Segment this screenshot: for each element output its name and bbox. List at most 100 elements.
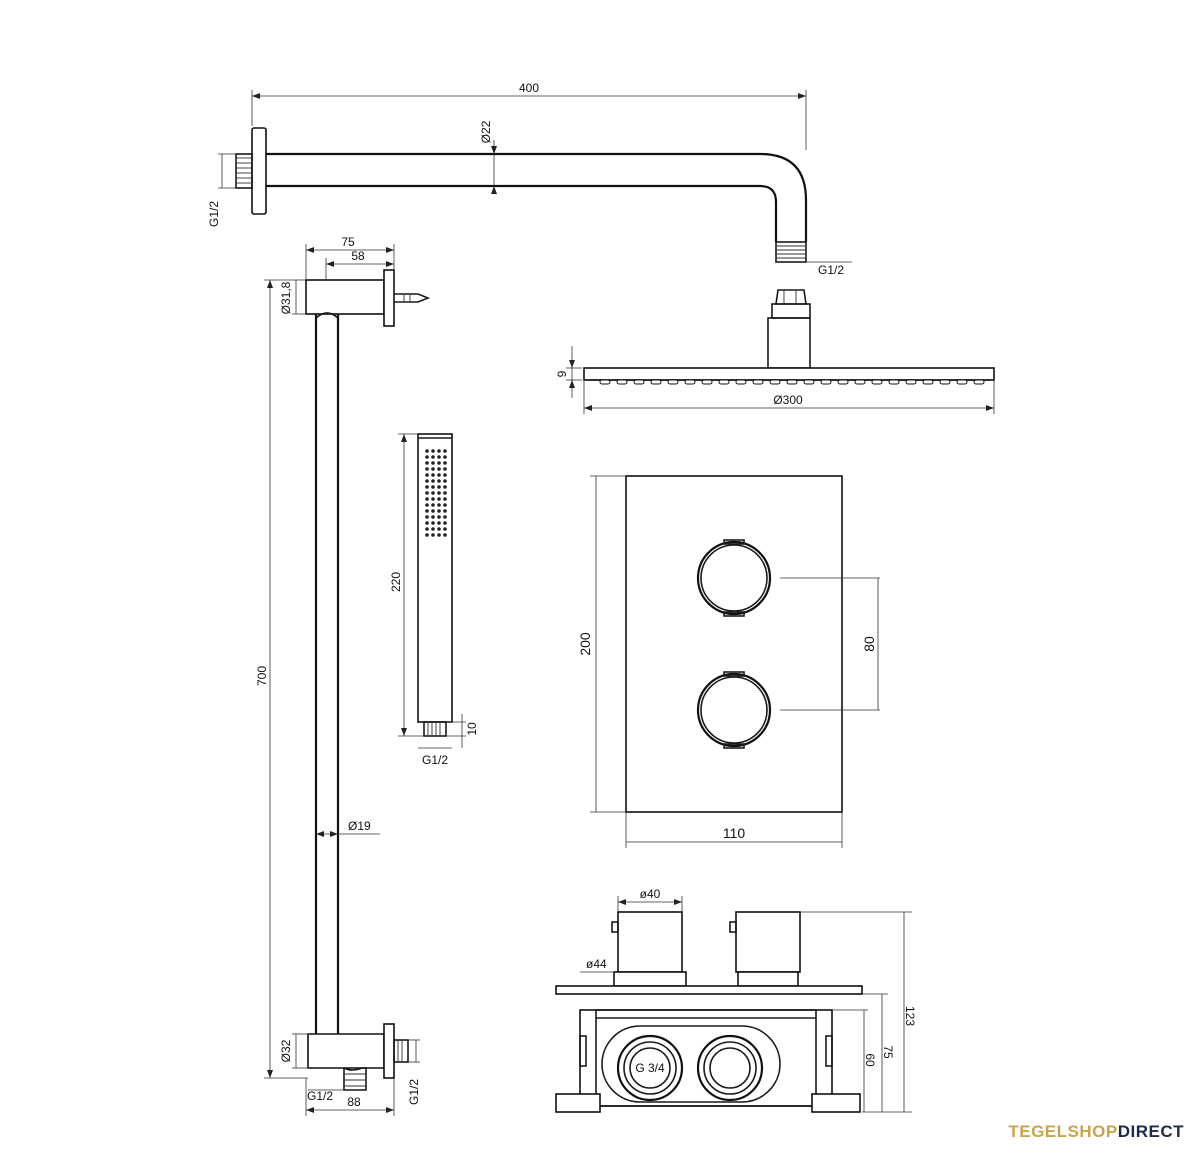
nozzle: [769, 379, 781, 385]
nozzle: [616, 379, 628, 385]
nozzle: [888, 379, 900, 385]
head-dimensions: 9 Ø300: [555, 346, 995, 414]
hand-shower: [417, 433, 453, 737]
spray-dot: [425, 449, 429, 453]
spray-dot: [425, 521, 429, 525]
nozzle: [854, 379, 866, 385]
hand-shower-thread-label: G1/2: [422, 753, 448, 767]
spray-dot: [443, 449, 447, 453]
spray-dot: [431, 527, 435, 531]
spray-dot: [437, 515, 441, 519]
spray-dot: [437, 455, 441, 459]
spray-dot: [443, 467, 447, 471]
spray-dot: [443, 497, 447, 501]
spray-dot: [437, 461, 441, 465]
rail-base-width-label: 88: [347, 1095, 361, 1109]
spray-dot: [443, 521, 447, 525]
rail-bottom-diameter-label: Ø32: [279, 1039, 293, 1062]
thermostat-front: [625, 475, 843, 813]
spray-dot: [425, 473, 429, 477]
shower-head: [583, 289, 995, 385]
brand-logo: TEGELSHOPDIRECT: [1008, 1122, 1184, 1142]
nozzle: [820, 379, 832, 385]
slide-rail: [305, 269, 431, 1091]
nozzle: [650, 379, 662, 385]
nozzle: [939, 379, 951, 385]
spray-dot: [431, 497, 435, 501]
nozzle: [735, 379, 747, 385]
rail-diameter-label: Ø19: [348, 819, 371, 833]
spray-dot: [431, 521, 435, 525]
spray-dot: [443, 515, 447, 519]
spray-dot: [443, 533, 447, 537]
nozzle: [803, 379, 815, 385]
head-diameter-label: Ø300: [773, 393, 803, 407]
spray-dot: [437, 503, 441, 507]
rail-dimensions: 75 58 Ø31,8 700 Ø19 Ø32 G1/2 G1/2: [255, 235, 421, 1116]
head-nozzles: [599, 379, 985, 385]
spray-dot: [431, 503, 435, 507]
spray-dot: [443, 491, 447, 495]
spray-dot: [431, 485, 435, 489]
box-inlet-thread-label: G 3/4: [635, 1061, 665, 1075]
spray-dot: [431, 473, 435, 477]
box-dimensions: ø40 ø44 123 75 60: [580, 887, 917, 1113]
hand-shower-length-label: 220: [389, 572, 403, 592]
plate-width-label: 110: [723, 825, 746, 841]
spray-dot: [437, 449, 441, 453]
spray-dot: [437, 479, 441, 483]
spray-dot: [425, 461, 429, 465]
nozzle: [701, 379, 713, 385]
spray-dot: [425, 503, 429, 507]
nozzle: [956, 379, 968, 385]
spray-dot: [437, 467, 441, 471]
nozzle: [684, 379, 696, 385]
spray-dot: [425, 533, 429, 537]
box-height-60-label: 60: [863, 1053, 877, 1067]
arm-length-label: 400: [519, 81, 539, 95]
spray-dot: [437, 527, 441, 531]
plate-height-label: 200: [577, 632, 593, 656]
spray-dot: [425, 491, 429, 495]
box-height-75-label: 75: [881, 1045, 895, 1059]
rail-inlet-thread-label: G1/2: [407, 1079, 421, 1105]
hand-shower-end-label: 10: [465, 722, 479, 736]
nozzle: [599, 379, 611, 385]
spray-dot: [443, 527, 447, 531]
spray-dot: [425, 515, 429, 519]
spray-dot: [431, 467, 435, 471]
spray-dot: [437, 491, 441, 495]
nozzle: [667, 379, 679, 385]
spray-dot: [443, 473, 447, 477]
spray-dot: [443, 479, 447, 483]
nozzle: [905, 379, 917, 385]
spray-dot: [431, 491, 435, 495]
nozzle: [752, 379, 764, 385]
spray-dot: [431, 515, 435, 519]
spray-dot: [425, 527, 429, 531]
head-height-label: 9: [555, 370, 569, 377]
spray-dot: [443, 485, 447, 489]
nozzle: [633, 379, 645, 385]
spray-dot: [431, 533, 435, 537]
spray-dot: [425, 497, 429, 501]
spray-dot: [443, 509, 447, 513]
nozzle: [786, 379, 798, 385]
hand-shower-spray-dots: [425, 449, 447, 537]
rail-outlet-thread-label: G1/2: [307, 1089, 333, 1103]
nozzle: [922, 379, 934, 385]
rail-bracket-depth-label: 58: [351, 249, 365, 263]
arm-wall-thread-label: G1/2: [207, 201, 221, 227]
thermostat-dimensions: 200 110 80: [577, 475, 880, 848]
spray-dot: [425, 485, 429, 489]
nozzle: [837, 379, 849, 385]
hand-shower-dimensions: 220 10 G1/2: [389, 433, 479, 767]
spray-dot: [431, 455, 435, 459]
shower-arm: [235, 127, 808, 263]
brand-logo-part1: TEGELSHOP: [1008, 1122, 1118, 1141]
rail-bracket-width-label: 75: [341, 235, 355, 249]
spray-dot: [437, 497, 441, 501]
spray-dot: [425, 479, 429, 483]
knob-diameter-label: ø40: [640, 887, 661, 901]
